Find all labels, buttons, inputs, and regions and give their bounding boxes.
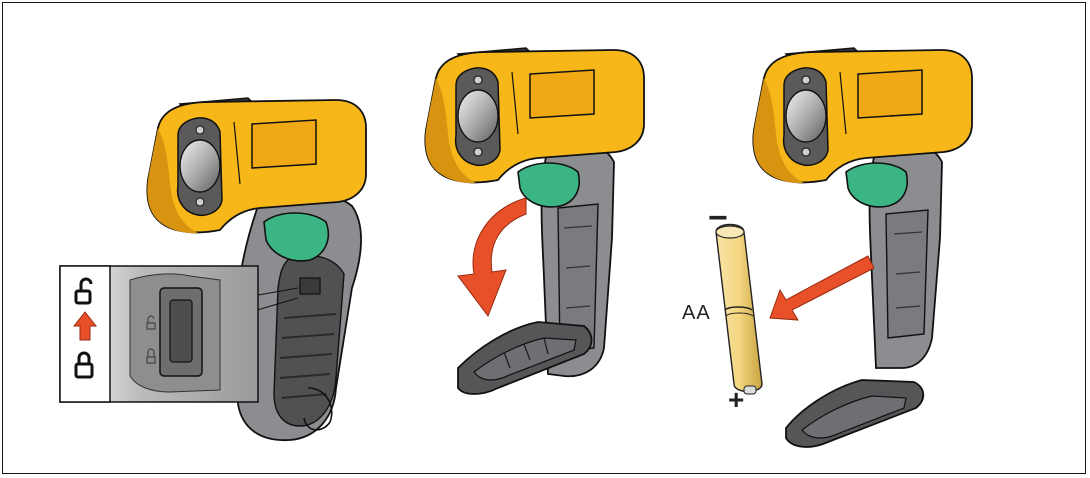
thermometer-door-opening (424, 47, 645, 395)
battery-type-label: AA (682, 302, 711, 324)
curved-arrow-icon (457, 197, 527, 318)
unlocked-padlock-icon (74, 277, 93, 305)
lock-switch-inset (59, 265, 259, 403)
thermometer-battery-open (752, 47, 973, 448)
locked-padlock-icon (74, 351, 94, 379)
thermometer-closed (146, 97, 367, 441)
battery-positive-mark: + (728, 384, 745, 415)
insert-arrow-icon (769, 255, 875, 321)
battery-negative-mark: − (708, 199, 728, 237)
aa-battery (715, 223, 763, 395)
up-arrow-icon (72, 311, 98, 341)
